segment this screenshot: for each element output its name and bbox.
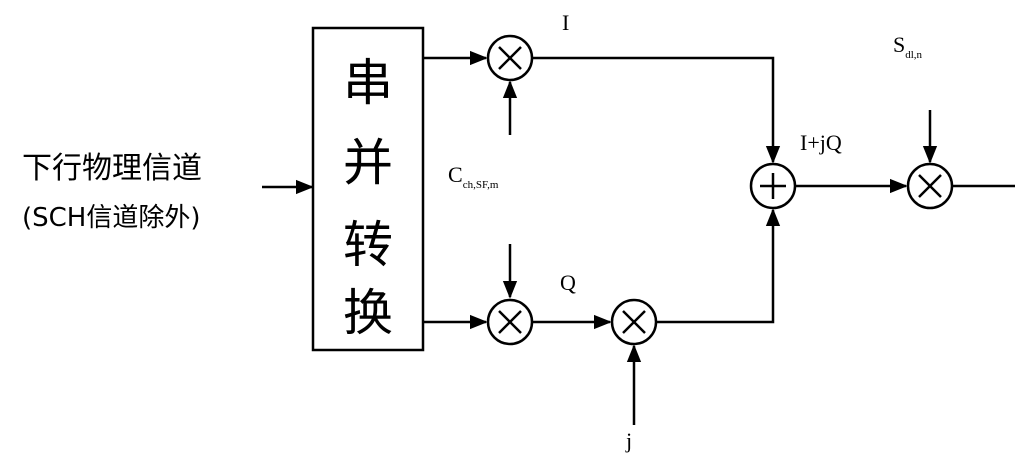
converter-char-3: 转	[343, 216, 393, 274]
sum-output-label: I+jQ	[800, 130, 842, 155]
spreading-code-label: Cch,SF,m	[448, 162, 499, 191]
jq-to-summer-wire	[656, 208, 781, 324]
j-multiplier-node	[610, 298, 658, 346]
scrambling-multiplier-node	[906, 162, 954, 210]
q-branch-label: Q	[560, 270, 576, 295]
converter-char-1: 串	[343, 54, 393, 112]
i-branch-label: I	[562, 10, 569, 35]
scrambling-code-label: Sdl,n	[893, 32, 923, 61]
serial-parallel-converter-box	[311, 26, 425, 352]
converter-char-2: 并	[343, 134, 393, 192]
summer-node	[749, 162, 797, 210]
j-input-label: j	[625, 428, 632, 453]
input-label-line2: (SCH信道除外)	[22, 203, 201, 233]
i-to-summer-wire	[532, 56, 781, 164]
converter-char-4: 换	[343, 284, 393, 342]
q-multiplier-node	[486, 298, 534, 346]
input-label-line1: 下行物理信道	[22, 151, 202, 186]
i-multiplier-node	[486, 34, 534, 82]
